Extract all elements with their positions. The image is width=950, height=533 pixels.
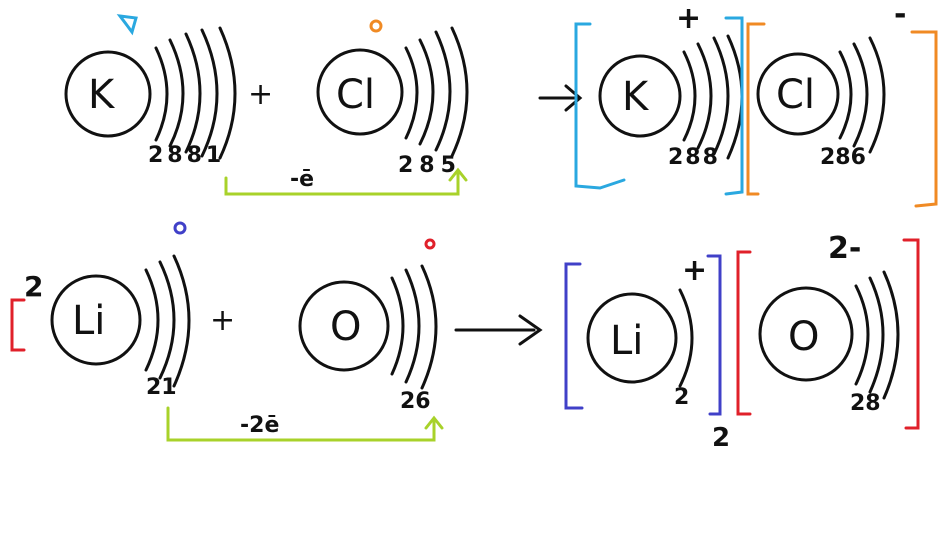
cl-ion-shell-3 [868,36,886,154]
k-shell-2 [168,38,185,148]
cl-shell-1 [404,46,419,140]
o-ion-bracket-left [736,250,752,416]
o-shell-2 [404,268,421,384]
k-ion-shell-3 [712,36,730,156]
cl-ion [746,22,938,208]
li-ion-subscript: 2 [712,423,730,453]
k-nucleus-circle [64,50,152,138]
o-ion-config: 28 [850,391,881,416]
cl-nucleus-circle [316,48,404,136]
li-coefficient-bracket [10,298,26,352]
cl-ion-bracket-left [746,22,766,196]
o-ion [736,238,920,430]
li-ion-shell-1 [678,288,694,388]
li-ion-bracket-left [564,262,584,410]
k-ion-bracket-left [574,22,626,190]
k-ion-shell-2 [696,42,713,150]
k-ion-bracket-right [724,16,744,196]
o-shell-3 [420,264,438,390]
cl-ion-config: 286 [820,145,866,170]
o-config: 26 [400,389,431,414]
transfer-label-1: -ē [290,167,314,192]
li-nucleus-circle [50,274,142,366]
k-ion-shell-4 [726,34,744,160]
transfer-label-2: -2ē [240,413,279,438]
li-shell-1 [144,268,160,372]
transfer-arrowhead-2 [424,415,444,430]
cl-ion-bracket-right [910,30,938,208]
k-config: 2881 [148,143,225,168]
o-ion-shell-2 [868,276,885,394]
li-ion-symbol: Li [610,318,643,364]
k-ion-charge: + [676,1,701,36]
li-ion [564,254,722,416]
k-ion-config: 288 [668,145,720,170]
cl-shell-4 [450,26,469,158]
k-ion [574,16,744,196]
k-shell-1 [154,46,169,142]
li-ion-charge: + [682,253,707,288]
li-shell-3 [172,254,191,388]
reaction-arrow-2 [454,314,543,346]
li-symbol: Li [72,298,105,344]
li-ion-config: 2 [674,385,689,410]
k-shell-3 [184,32,202,154]
cl-ion-nucleus-circle [756,52,840,136]
cl-ion-symbol: Cl [776,72,815,118]
o-atom [298,264,438,390]
o-charge-mark [424,238,436,250]
transfer-arrow-1 [224,170,460,196]
o-shell-1 [390,276,405,376]
o-ion-nucleus-circle [758,286,854,382]
transfer-arrowhead-1 [448,167,468,182]
plus-sign-2: + [210,303,235,338]
k-shell-5 [218,26,237,160]
o-ion-shell-3 [882,270,900,400]
li-atom [50,254,191,388]
cl-symbol: Cl [336,72,375,118]
o-ion-symbol: O [788,314,819,360]
coefficient-2: 2 [24,270,43,303]
k-charge-mark [116,14,138,36]
o-ion-charge: 2- [828,231,861,266]
li-ion-bracket-right [706,254,722,416]
transfer-arrow-2 [166,406,436,442]
cl-shell-2 [418,38,435,146]
cl-atom [316,26,469,158]
reaction-arrow-1 [538,84,583,112]
k-shell-4 [200,28,219,158]
plus-sign-1: + [248,77,273,112]
cl-charge-mark [369,19,383,33]
k-ion-nucleus-circle [598,54,682,138]
o-ion-shell-1 [854,284,870,386]
k-ion-shell-1 [682,50,697,142]
li-charge-mark [173,221,187,235]
o-symbol: O [330,304,361,350]
k-atom [64,26,237,160]
o-nucleus-circle [298,280,390,372]
li-config: 21 [146,375,177,400]
li-ion-nucleus-circle [586,292,678,384]
cl-ion-charge: - [894,0,906,32]
cl-ion-shell-2 [852,42,869,148]
k-ion-symbol: K [622,74,650,120]
cl-shell-3 [434,30,452,152]
cl-config: 285 [398,153,462,178]
cl-ion-shell-1 [838,50,853,140]
o-ion-bracket-right [902,238,920,430]
li-shell-2 [158,260,176,380]
k-symbol: K [88,72,116,118]
